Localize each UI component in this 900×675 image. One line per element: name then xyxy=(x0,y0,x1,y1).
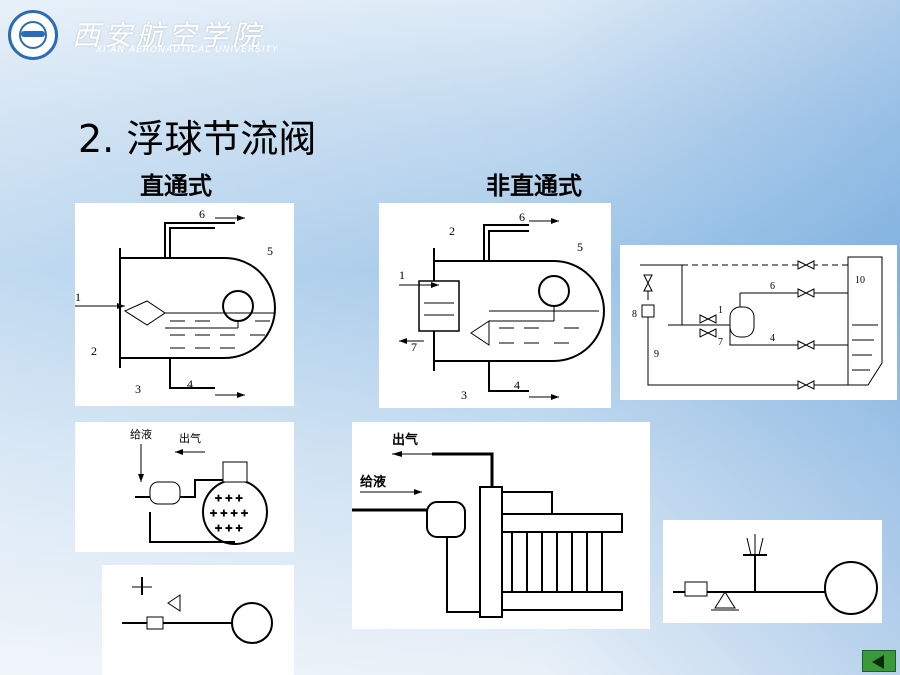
callout-5: 5 xyxy=(577,240,583,254)
label-supply: 给液 xyxy=(360,474,386,489)
previous-slide-button[interactable] xyxy=(862,650,896,672)
diagram-lever-right xyxy=(663,520,882,623)
triangle-left-icon xyxy=(872,655,884,669)
callout-1: 1 xyxy=(718,305,723,316)
slide-title: 2. 浮球节流阀 xyxy=(78,117,317,161)
svg-text:+ + +: + + + xyxy=(215,491,243,505)
label-exhaust: 出气 xyxy=(392,432,418,447)
callout-4: 4 xyxy=(187,377,193,391)
callout-6: 6 xyxy=(519,210,525,224)
callout-4: 4 xyxy=(770,333,775,344)
label-indirect: 非直通式 xyxy=(486,172,582,200)
callout-1: 1 xyxy=(75,290,81,304)
diagram-float-chamber: 给液 出气 + + ++ + + ++ + + xyxy=(75,422,294,552)
callout-7: 7 xyxy=(411,340,417,354)
callout-8: 8 xyxy=(632,309,637,320)
university-name-cn: 西安航空学院 xyxy=(72,19,265,52)
label-exhaust: 出气 xyxy=(179,431,201,445)
callout-2: 2 xyxy=(449,224,455,238)
svg-text:+ + +: + + + xyxy=(215,521,243,535)
diagram-lever-left xyxy=(102,565,294,675)
callout-1: 1 xyxy=(399,268,405,282)
callout-9: 9 xyxy=(654,349,659,360)
callout-7: 7 xyxy=(718,337,723,348)
callout-6: 6 xyxy=(199,207,205,221)
diagram-evaporator-tubes: 出气 给液 xyxy=(352,422,650,629)
diagram-direct-valve: 6 5 1 2 3 4 xyxy=(75,203,294,406)
callout-3: 3 xyxy=(461,388,467,402)
diagram-system-piping: 10 6 1 7 4 8 9 xyxy=(620,245,897,400)
callout-5: 5 xyxy=(267,244,273,258)
callout-2: 2 xyxy=(91,344,97,358)
callout-4: 4 xyxy=(514,378,520,392)
label-direct: 直通式 xyxy=(140,172,212,200)
university-name-en: XI'AN AERONAUTICAL UNIVERSITY xyxy=(96,45,279,55)
svg-text:+ + + +: + + + + xyxy=(210,506,248,520)
callout-6: 6 xyxy=(770,281,775,292)
diagram-indirect-valve: 6 2 5 1 7 3 4 xyxy=(379,203,611,408)
university-logo xyxy=(8,10,58,60)
callout-10: 10 xyxy=(855,275,865,286)
label-supply: 给液 xyxy=(130,427,152,441)
callout-3: 3 xyxy=(135,382,141,396)
